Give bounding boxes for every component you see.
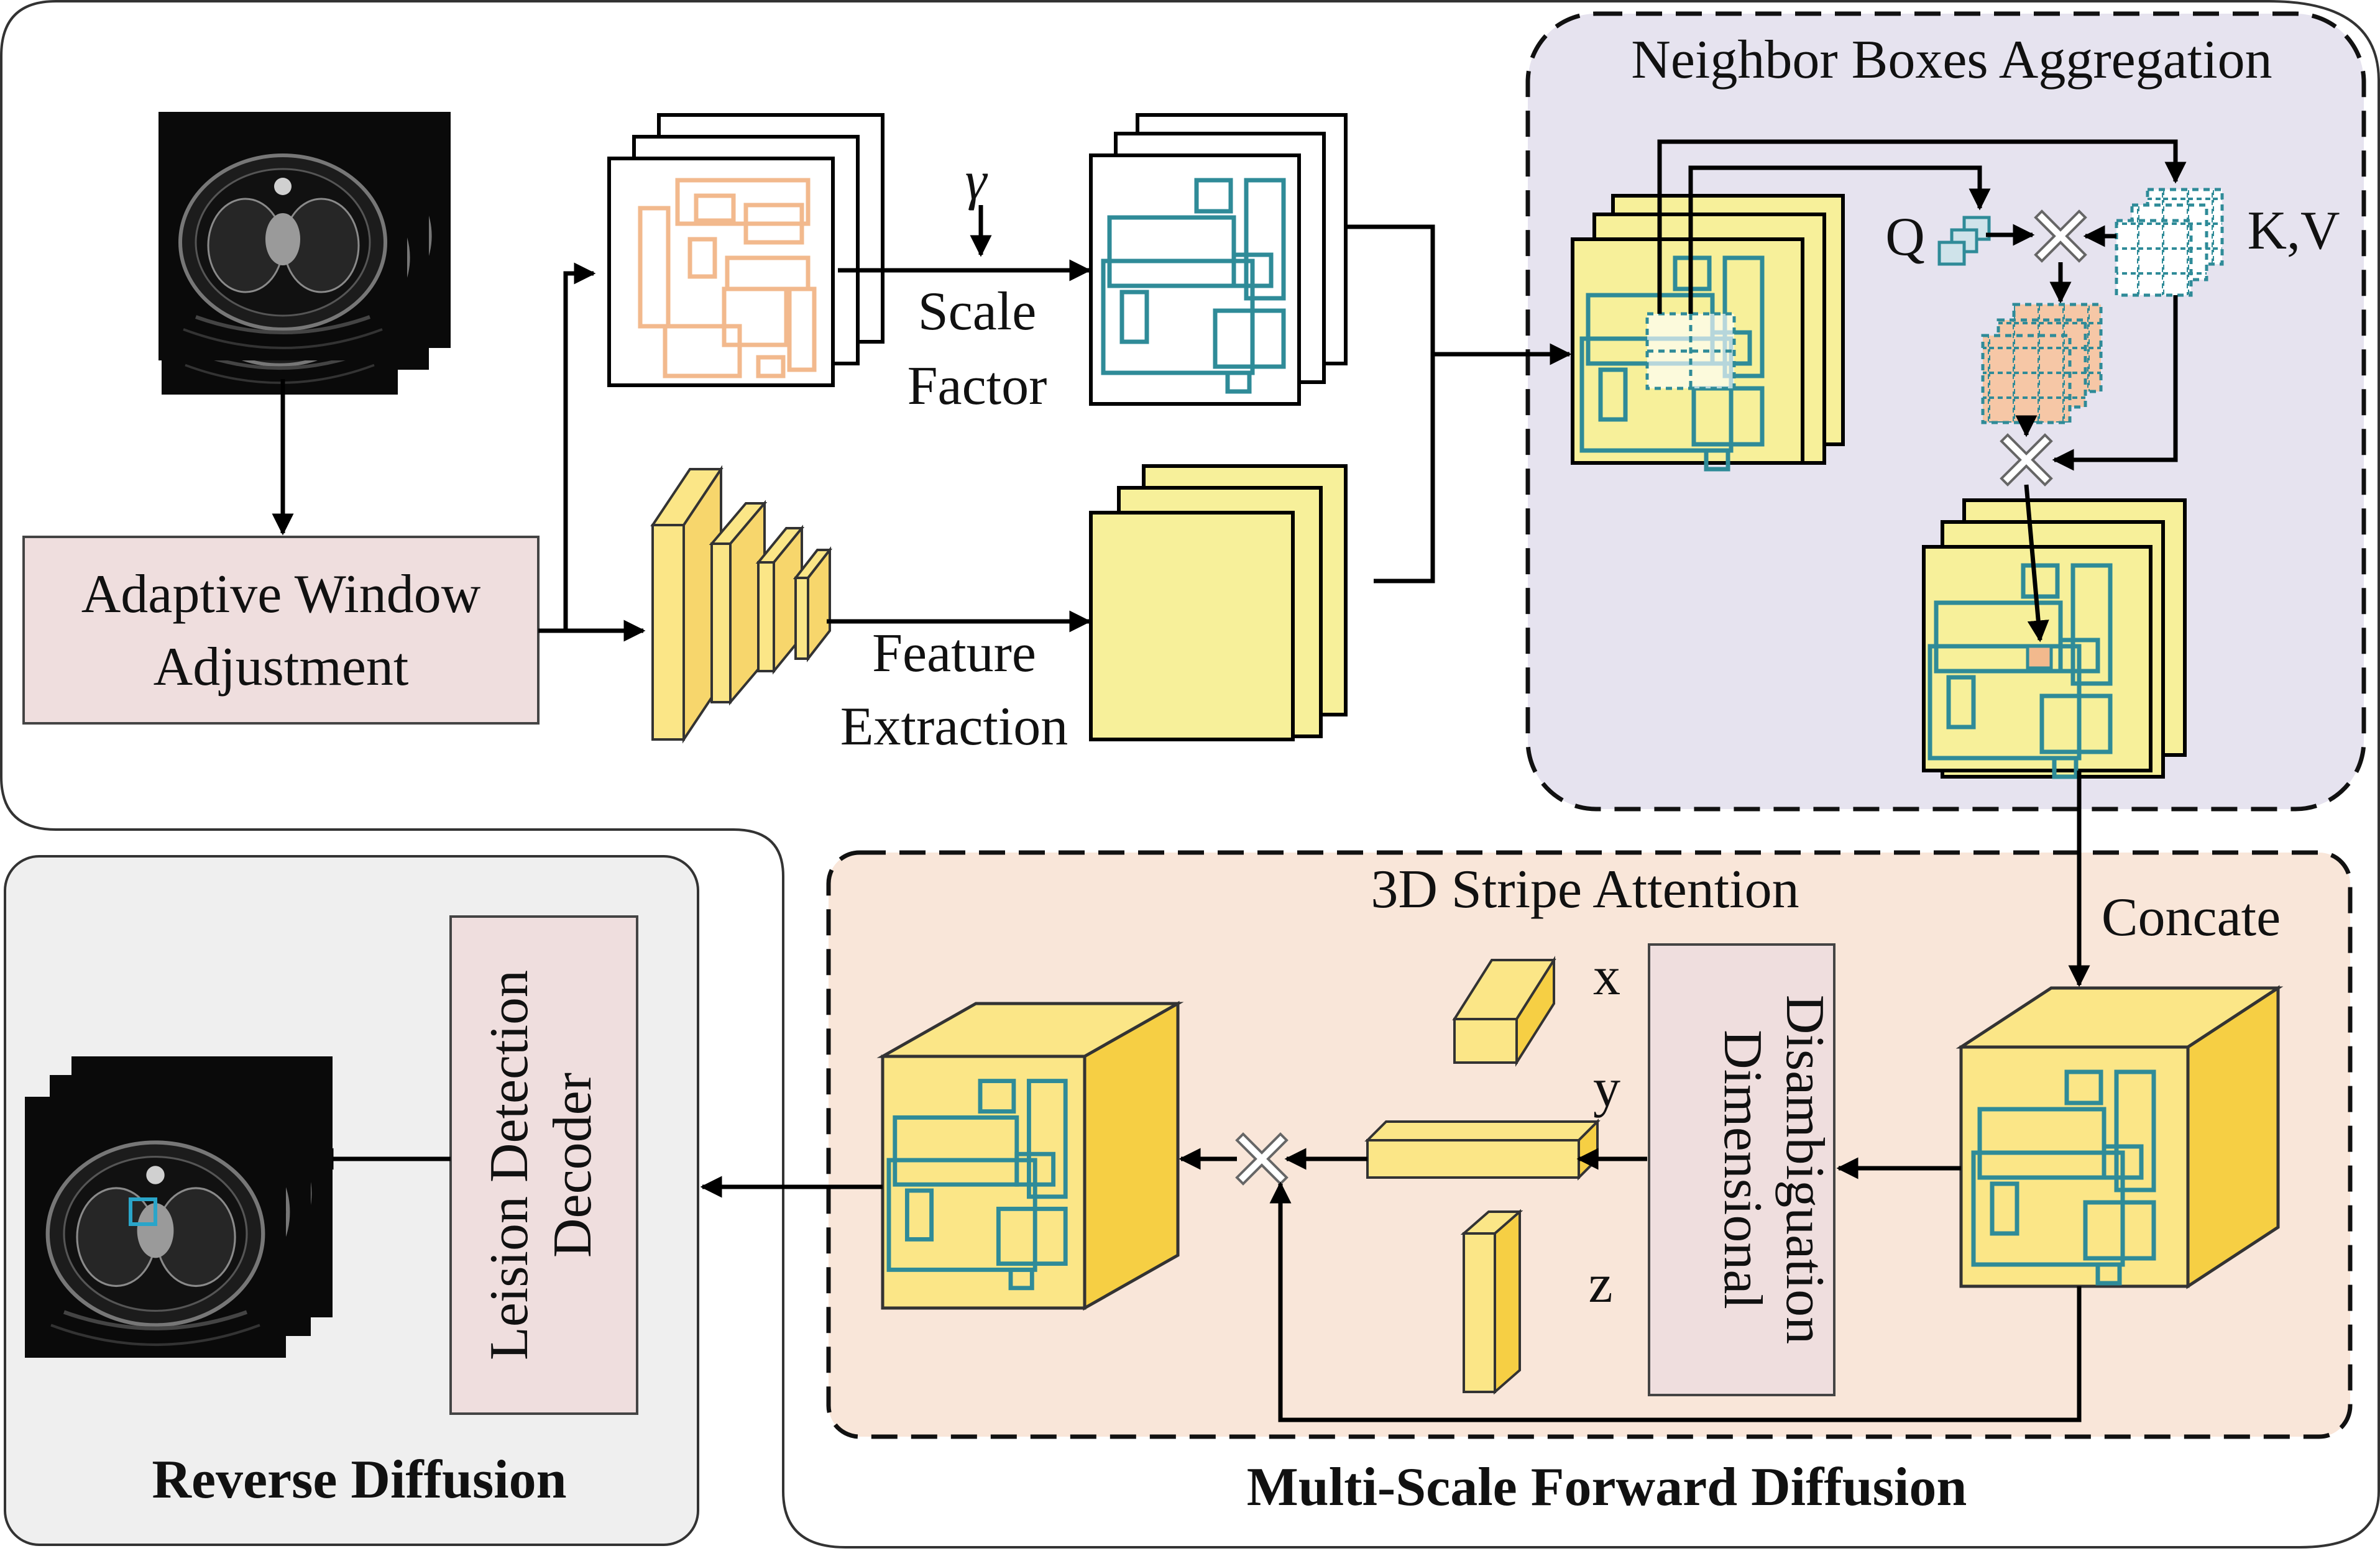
neighbor-boxes-title: Neighbor Boxes Aggregation: [1631, 30, 2272, 90]
key-value-grid: [2115, 188, 2224, 297]
adaptive-window-label-1: Adaptive Window: [81, 564, 481, 625]
dimensional-label-1: Dimensional: [1712, 1030, 1773, 1309]
ct-input-stack: [159, 112, 451, 395]
kv-label: K,V: [2247, 201, 2340, 261]
decoder-label-1: Leision Detection: [479, 970, 540, 1360]
stripe-y: [1364, 1119, 1601, 1181]
axis-y-label: y: [1593, 1058, 1620, 1119]
dimensional-label-2: Disambiguation: [1775, 995, 1835, 1344]
query-boxes: [1937, 216, 1991, 266]
attention-map-grid: [1981, 303, 2103, 424]
orange-box-stack: [607, 113, 884, 387]
multiply-icon-stripe: [1235, 1132, 1289, 1186]
adaptive-window-box: [22, 536, 540, 725]
ct-output-stack: [25, 1056, 333, 1358]
concate-label: Concate: [2102, 887, 2281, 948]
nba-input-stack: [1571, 194, 1845, 469]
decoder-box: [449, 915, 638, 1415]
feature-extraction-label-1: Feature: [872, 623, 1036, 684]
dimensional-disambiguation-box: [1648, 943, 1836, 1396]
encoder-blocks: [650, 465, 833, 744]
q-label: Q: [1885, 207, 1925, 267]
multiply-icon-av: [2000, 433, 2053, 487]
adaptive-window-label-2: Adjustment: [154, 637, 409, 697]
gamma-label: γ: [965, 151, 988, 211]
concat-cube: [1955, 985, 2284, 1289]
multiply-icon-qk: [2034, 209, 2087, 263]
axis-x-label: x: [1593, 946, 1620, 1007]
teal-box-stack: [1089, 113, 1348, 406]
stripe-z: [1460, 1209, 1523, 1395]
scale-factor-label-2: Factor: [907, 356, 1047, 416]
feature-map-stack: [1089, 464, 1348, 741]
scale-factor-label-1: Scale: [918, 281, 1037, 342]
reverse-diffusion-title: Reverse Diffusion: [152, 1450, 566, 1510]
lesion-detection-box: [129, 1197, 157, 1226]
stripe-output-cube: [876, 1000, 1184, 1311]
axis-z-label: z: [1588, 1254, 1612, 1314]
forward-diffusion-title: Multi-Scale Forward Diffusion: [1247, 1457, 1967, 1517]
decoder-label-2: Decoder: [543, 1073, 603, 1258]
nba-output-stack: [1922, 498, 2187, 777]
feature-extraction-label-2: Extraction: [840, 697, 1068, 757]
stripe-attention-title: 3D Stripe Attention: [1371, 859, 1799, 920]
stripe-x: [1452, 956, 1556, 1067]
